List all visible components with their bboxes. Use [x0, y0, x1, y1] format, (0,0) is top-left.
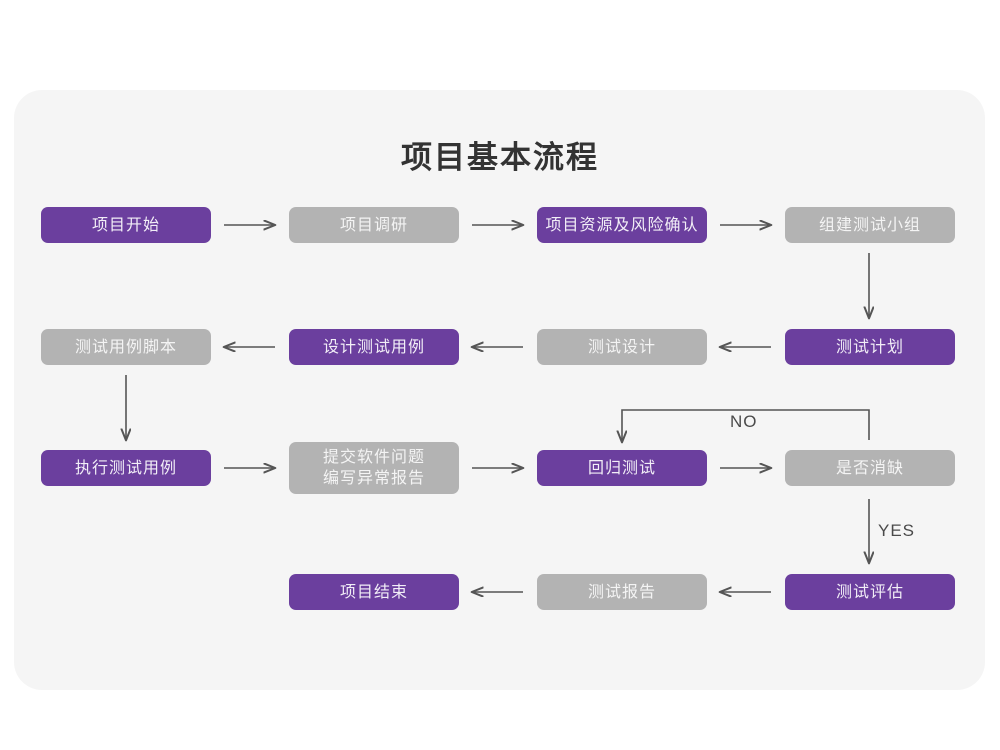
node-resource-risk-confirm[interactable]: 项目资源及风险确认: [537, 207, 707, 243]
node-test-report[interactable]: 测试报告: [537, 574, 707, 610]
node-project-end[interactable]: 项目结束: [289, 574, 459, 610]
node-project-research[interactable]: 项目调研: [289, 207, 459, 243]
node-test-plan[interactable]: 测试计划: [785, 329, 955, 365]
node-submit-issue-report[interactable]: 提交软件问题 编写异常报告: [289, 442, 459, 494]
edge-label-no: NO: [730, 412, 758, 431]
node-test-design[interactable]: 测试设计: [537, 329, 707, 365]
node-test-evaluation[interactable]: 测试评估: [785, 574, 955, 610]
edge-label-yes: YES: [878, 521, 916, 540]
node-test-case-script[interactable]: 测试用例脚本: [41, 329, 211, 365]
page-title: 项目基本流程: [401, 140, 599, 175]
node-defect-resolved[interactable]: 是否消缺: [785, 450, 955, 486]
node-execute-test-case[interactable]: 执行测试用例: [41, 450, 211, 486]
node-design-test-case[interactable]: 设计测试用例: [289, 329, 459, 365]
node-build-test-team[interactable]: 组建测试小组: [785, 207, 955, 243]
node-project-start[interactable]: 项目开始: [41, 207, 211, 243]
node-regression-test[interactable]: 回归测试: [537, 450, 707, 486]
